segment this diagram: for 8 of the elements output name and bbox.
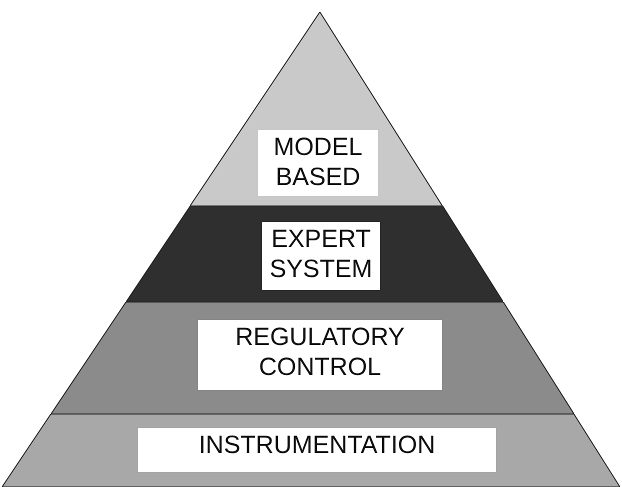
tier-label: EXPERT SYSTEM	[262, 222, 380, 290]
pyramid-tier	[126, 206, 504, 302]
pyramid-tier	[190, 12, 442, 206]
pyramid-tier	[50, 302, 574, 414]
tier-label: REGULATORY CONTROL	[198, 320, 442, 390]
pyramid-tier	[2, 414, 620, 487]
tier-label: MODEL BASED	[258, 130, 378, 196]
tier-label: INSTRUMENTATION	[138, 428, 496, 472]
